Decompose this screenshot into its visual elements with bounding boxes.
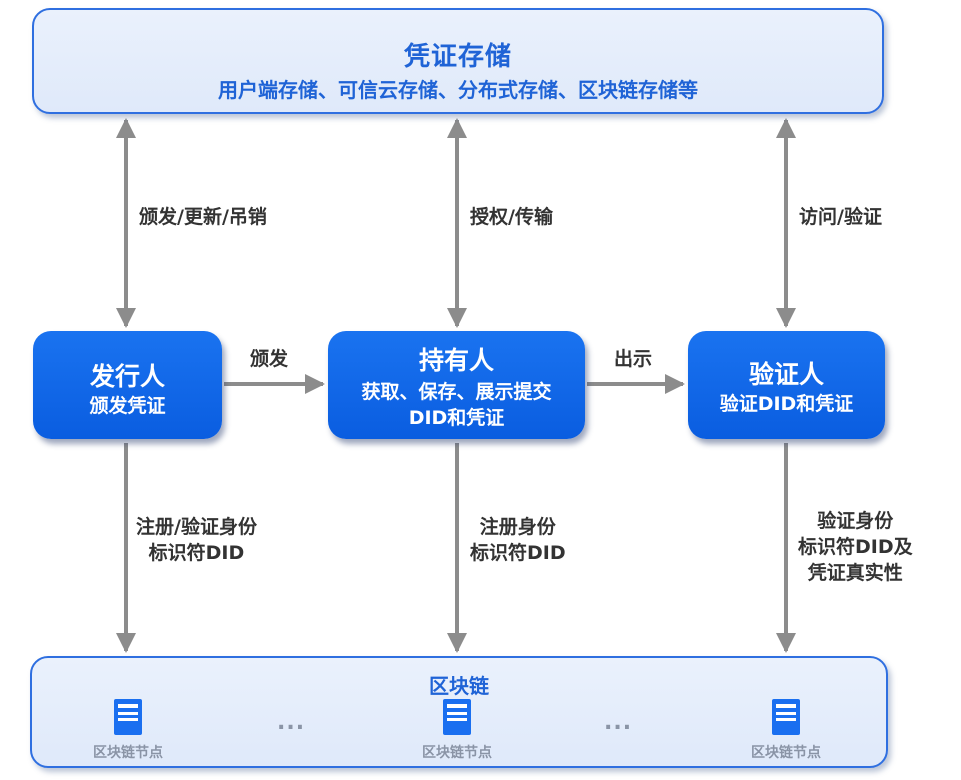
label-verifier-chain: 验证身份 标识符DID及 凭证真实性 [798,508,913,586]
label-holder-chain-line2: 标识符DID [470,542,566,564]
blockchain-node-3: 区块链节点 [726,698,846,762]
blockchain-node-label: 区块链节点 [422,745,492,761]
label-verifier-chain-line2: 标识符DID及 [798,536,913,558]
label-verifier-chain-line3: 凭证真实性 [807,562,903,584]
label-verifier-chain-line1: 验证身份 [817,510,894,532]
server-icon [443,699,471,735]
label-holder-storage: 授权/传输 [470,206,553,228]
label-issuer-chain: 注册/验证身份 标识符DID [136,514,257,566]
label-verifier-storage: 访问/验证 [799,206,882,228]
holder-box: 持有人 获取、保存、展示提交DID和凭证 [328,331,585,439]
credential-storage-panel: 凭证存储 用户端存储、可信云存储、分布式存储、区块链存储等 [32,8,884,114]
storage-subtitle: 用户端存储、可信云存储、分布式存储、区块链存储等 [218,78,698,102]
issuer-box: 发行人 颁发凭证 [33,331,222,439]
issuer-title: 发行人 [89,362,165,391]
label-holder-chain-line1: 注册身份 [479,516,556,538]
blockchain-node-2: 区块链节点 [397,698,517,762]
label-holder-verifier: 出示 [614,348,653,370]
blockchain-node-1: 区块链节点 [68,698,188,762]
holder-title: 持有人 [418,346,494,375]
ellipsis: ... [604,710,633,735]
holder-desc: 获取、保存、展示提交DID和凭证 [361,381,552,429]
label-issuer-chain-line2: 标识符DID [148,542,245,564]
server-icon [772,699,800,735]
blockchain-node-label: 区块链节点 [751,745,821,761]
verifier-title: 验证人 [748,360,824,389]
verifier-box: 验证人 验证DID和凭证 [688,331,885,439]
label-holder-chain: 注册身份 标识符DID [470,514,566,566]
issuer-desc: 颁发凭证 [89,395,166,417]
label-issuer-chain-line1: 注册/验证身份 [136,516,257,538]
blockchain-title: 区块链 [429,674,489,698]
blockchain-node-label: 区块链节点 [93,745,163,761]
label-issuer-storage: 颁发/更新/吊销 [139,206,267,228]
ellipsis: ... [277,710,306,735]
blockchain-panel: 区块链 区块链节点 ... 区块链节点 ... 区块链节点 [30,656,888,768]
verifier-desc: 验证DID和凭证 [719,393,854,415]
label-issuer-holder: 颁发 [250,348,289,370]
server-icon [114,699,142,735]
storage-title: 凭证存储 [403,42,512,72]
